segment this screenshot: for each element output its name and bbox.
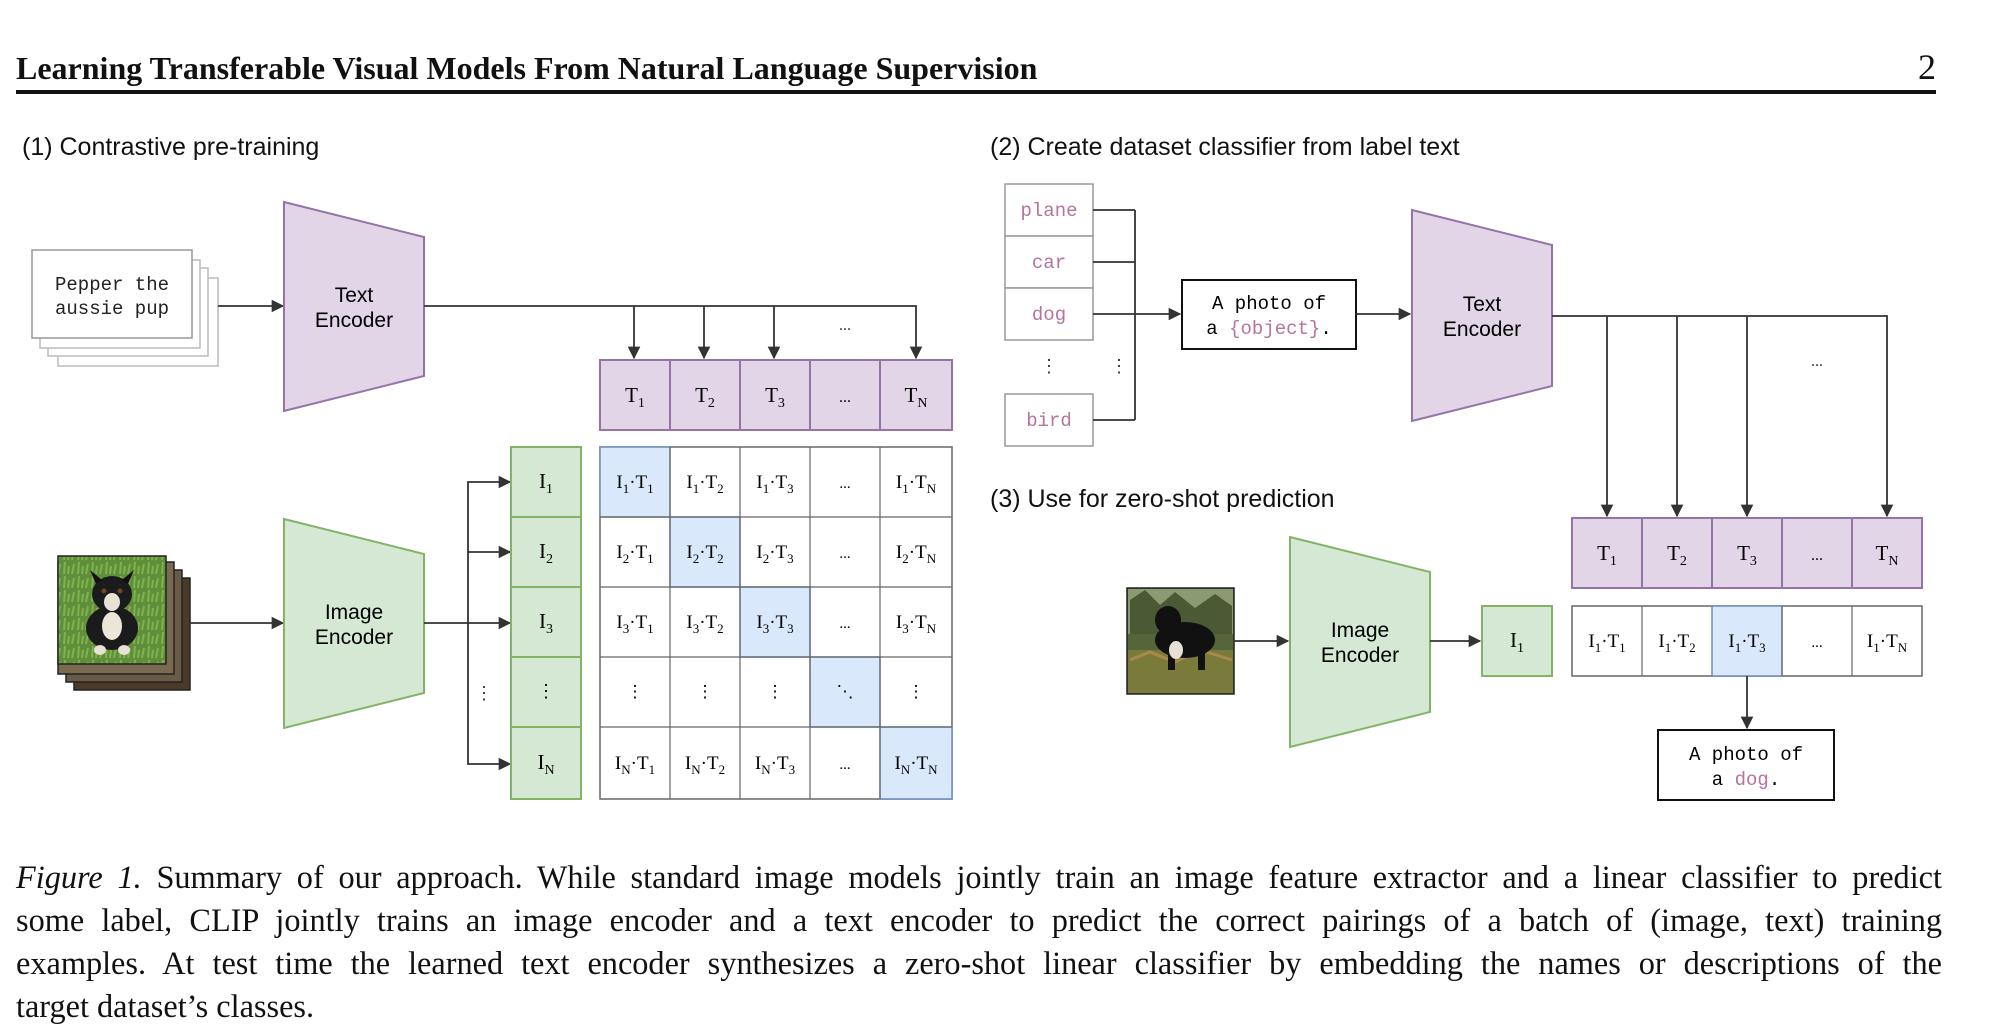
image-encoder-2-line2: Encoder — [1321, 644, 1399, 667]
template-prefix: a — [1206, 318, 1229, 340]
puppy-image-stack — [57, 555, 191, 691]
prediction-box: A photo of a dog. — [1657, 729, 1835, 801]
svg-text:I1·T3: I1·T3 — [1728, 631, 1765, 655]
caption-line-3: examples. At test time the learned text … — [16, 945, 1942, 981]
similarity-matrix: I1·T1 I1·T2 I1·T3 ... I1·TN I2·T1 I2·T2 … — [599, 446, 953, 800]
text-embedding-bus-2 — [1552, 315, 1894, 518]
caption-line-2: some label, CLIP jointly trains an image… — [16, 902, 1942, 938]
diag-cell-5 — [879, 726, 953, 800]
image-encoder-2: Image Encoder — [1289, 535, 1431, 749]
paper-title: Learning Transferable Visual Models From… — [16, 50, 1038, 86]
svg-text:⋮: ⋮ — [537, 681, 555, 701]
text-encoder-2-line1: Text — [1463, 293, 1502, 316]
class-label-bird: bird — [1026, 410, 1072, 432]
template-suffix: . — [1320, 318, 1331, 340]
caption-figure-label: Figure 1. — [16, 859, 142, 895]
class-label-plane: plane — [1020, 200, 1077, 222]
text-input-line2: aussie pup — [55, 298, 169, 320]
text-input-stack: Pepper the aussie pup — [31, 249, 219, 367]
zero-shot-logits-row: I1·T1 I1·T2 I1·T3 ... I1·TN — [1571, 605, 1923, 677]
caption-line-4: target dataset’s classes. — [16, 988, 315, 1024]
class-label-car: car — [1032, 252, 1066, 274]
bus-ellipsis-2: ... — [1811, 353, 1823, 370]
panel1-heading: (1) Contrastive pre-training — [22, 133, 319, 161]
image-encoder-1-line2: Encoder — [315, 626, 393, 649]
figure-caption: Figure 1. Summary of our approach. While… — [16, 856, 1942, 1028]
dog-photo — [1126, 587, 1235, 695]
bus-vdots-1: ⋮ — [475, 683, 493, 703]
prediction-suffix: . — [1769, 769, 1780, 791]
template-line1: A photo of — [1212, 293, 1326, 315]
svg-text:...: ... — [839, 389, 851, 406]
panel2-heading: (2) Create dataset classifier from label… — [990, 133, 1460, 161]
text-encoder-1: Text Encoder — [283, 200, 425, 413]
svg-text:I1·TN: I1·TN — [1867, 631, 1908, 655]
svg-text:I3·T3: I3·T3 — [756, 612, 793, 636]
text-embeddings-row-1: T1 T2 T3 ... TN — [599, 359, 953, 431]
class-label-dog: dog — [1032, 304, 1066, 326]
svg-text:⋮: ⋮ — [697, 682, 714, 701]
image-embedding-i1: I1 — [1481, 605, 1553, 677]
svg-text:I1·T2: I1·T2 — [1658, 631, 1695, 655]
text-input-line1: Pepper the — [55, 274, 169, 296]
class-label-list: plane car dog bird ⋮ — [1004, 183, 1094, 447]
svg-text:I1·T2: I1·T2 — [686, 472, 723, 496]
prediction-line1: A photo of — [1689, 744, 1803, 766]
svg-text:...: ... — [839, 616, 850, 632]
puppy-photo — [86, 570, 138, 655]
image-encoder-1-line1: Image — [325, 601, 383, 624]
svg-text:⋱: ⋱ — [837, 682, 854, 701]
predicted-cell — [1711, 605, 1783, 677]
image-embedding-bus-1 — [424, 475, 512, 771]
prediction-object: dog — [1735, 769, 1769, 791]
prompt-template-box: A photo of a {object}. — [1181, 279, 1357, 350]
prediction-prefix: a — [1712, 769, 1735, 791]
caption-line1-text: Summary of our approach. While standard … — [141, 859, 1942, 895]
page-header: Learning Transferable Visual Models From… — [16, 44, 1936, 94]
caption-line-1: Figure 1. Summary of our approach. While… — [16, 856, 1942, 899]
panel3-heading: (3) Use for zero-shot prediction — [990, 485, 1335, 513]
page-number: 2 — [1918, 47, 1936, 87]
svg-text:...: ... — [1811, 547, 1823, 564]
text-encoder-1-line2: Encoder — [315, 309, 393, 332]
svg-text:a dog.: a dog. — [1712, 769, 1780, 791]
image-encoder-2-line1: Image — [1331, 619, 1389, 642]
text-encoder-1-line1: Text — [335, 284, 374, 307]
svg-text:...: ... — [839, 546, 850, 562]
text-embedding-bus-1 — [424, 305, 923, 360]
template-object: {object} — [1229, 318, 1320, 340]
image-embeddings-column-1: I1 I2 I3 ⋮ IN — [510, 446, 582, 800]
bus-ellipsis-1: ... — [839, 317, 851, 334]
svg-text:⋮: ⋮ — [767, 682, 784, 701]
text-embeddings-row-2: T1 T2 T3 ... TN — [1571, 517, 1923, 589]
svg-text:⋮: ⋮ — [908, 682, 925, 701]
svg-text:⋮: ⋮ — [627, 682, 644, 701]
class-label-vdots: ⋮ — [1040, 356, 1058, 376]
bracket-vdots: ⋮ — [1110, 356, 1128, 376]
svg-text:I3·T1: I3·T1 — [616, 612, 653, 636]
svg-text:...: ... — [1811, 635, 1822, 651]
image-encoder-1: Image Encoder — [283, 517, 425, 730]
svg-text:I2·T1: I2·T1 — [616, 542, 653, 566]
svg-text:a {object}.: a {object}. — [1206, 318, 1331, 340]
label-bracket — [1093, 209, 1182, 421]
svg-text:...: ... — [839, 757, 850, 773]
text-encoder-2: Text Encoder — [1411, 208, 1553, 423]
text-encoder-2-line2: Encoder — [1443, 318, 1521, 341]
svg-text:...: ... — [839, 476, 850, 492]
